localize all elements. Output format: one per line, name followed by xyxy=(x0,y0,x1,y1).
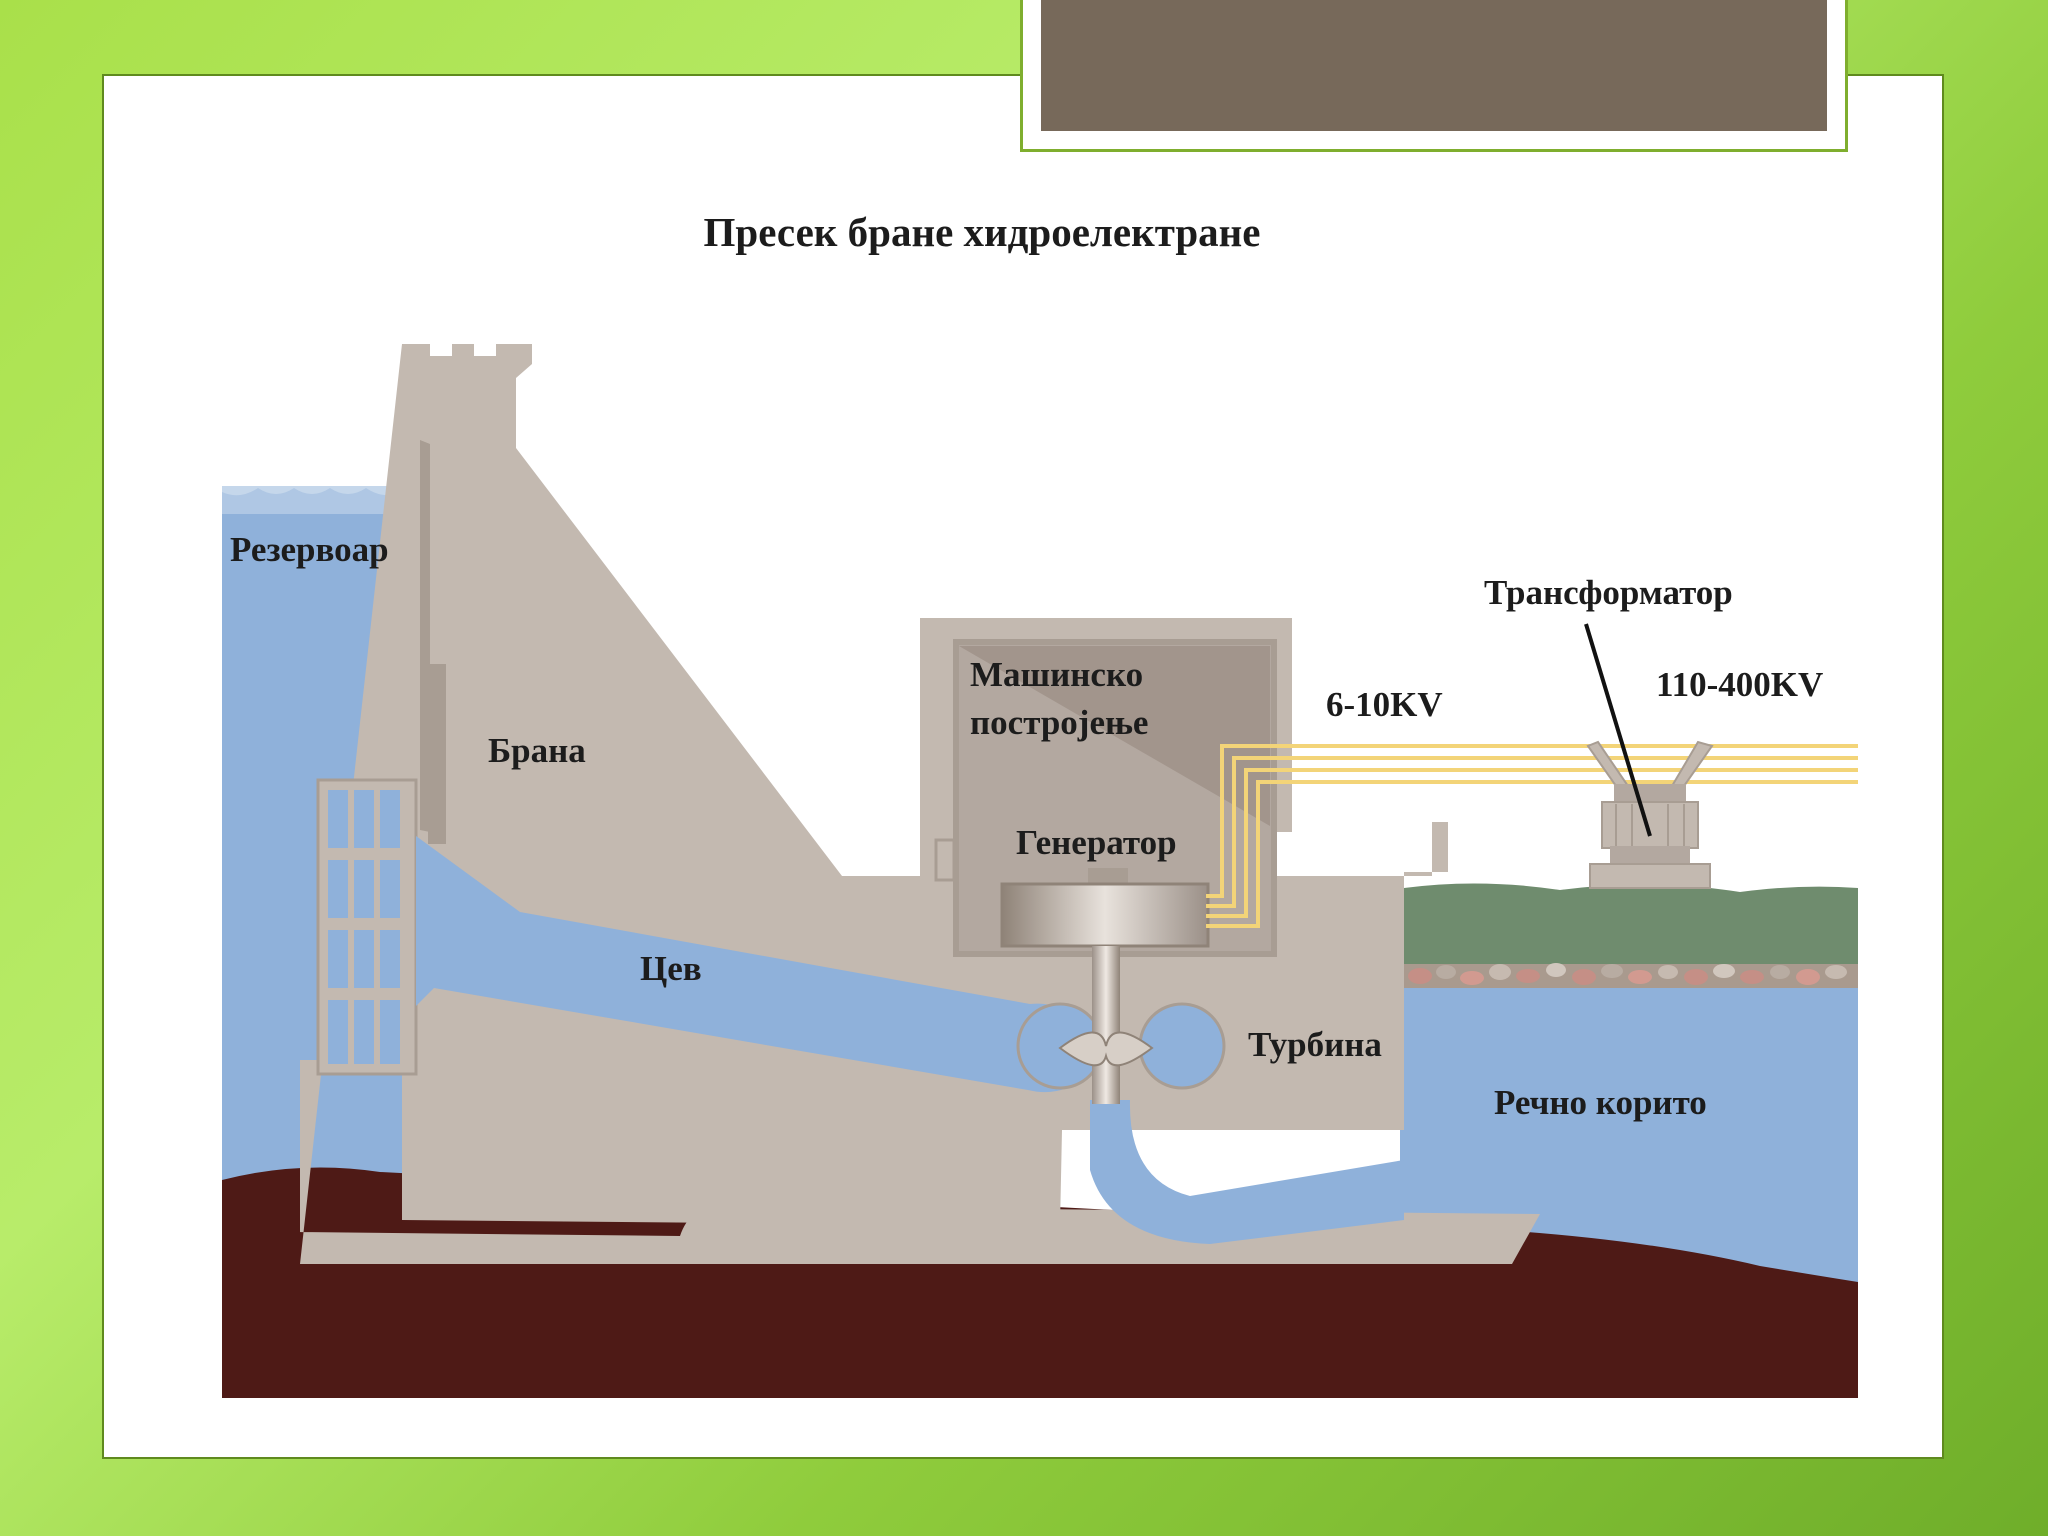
transformer-pointer-line xyxy=(1584,623,1652,837)
dam-slope-shadow xyxy=(420,440,430,832)
diagram-title: Пресек бране хидроелектране xyxy=(704,209,1261,255)
powerhouse-shadow xyxy=(959,646,1270,826)
label-river-bed: Речно корито xyxy=(1494,1083,1707,1122)
label-generator: Генератор xyxy=(1016,823,1177,862)
generator-cap xyxy=(1088,868,1128,884)
transformer-unit xyxy=(1586,740,1714,889)
title-placeholder-tab xyxy=(1020,0,1848,152)
powerhouse-window xyxy=(934,838,956,882)
label-transformer: Трансформатор xyxy=(1484,573,1733,612)
title-placeholder-fill xyxy=(1041,0,1827,131)
river-bank-grass xyxy=(1404,883,1858,982)
label-reservoir: Резервоар xyxy=(230,530,389,569)
turbine-volute-right xyxy=(1138,1002,1226,1090)
label-turbine: Турбина xyxy=(1248,1025,1382,1064)
dam-shaft xyxy=(428,664,446,844)
river-bank-rocks xyxy=(1404,963,1858,988)
ground-bedrock xyxy=(222,1167,1858,1398)
label-pipe: Цев xyxy=(640,949,702,988)
reservoir-surface xyxy=(222,486,405,514)
generator-shaft xyxy=(1092,946,1120,1104)
label-machine-room-1: Машинско xyxy=(970,655,1143,694)
label-voltage-high: 110-400KV xyxy=(1656,665,1823,704)
generator-housing xyxy=(1000,882,1210,948)
draft-tube xyxy=(1090,1100,1404,1244)
intake-grate xyxy=(316,778,418,1076)
label-voltage-low: 6-10KV xyxy=(1326,685,1443,724)
label-dam: Брана xyxy=(488,731,586,770)
label-machine-room-2: постројење xyxy=(970,703,1148,742)
penstock-pipe xyxy=(416,836,1088,1093)
turbine-runner xyxy=(1058,1031,1154,1067)
power-cables xyxy=(1206,744,1858,928)
